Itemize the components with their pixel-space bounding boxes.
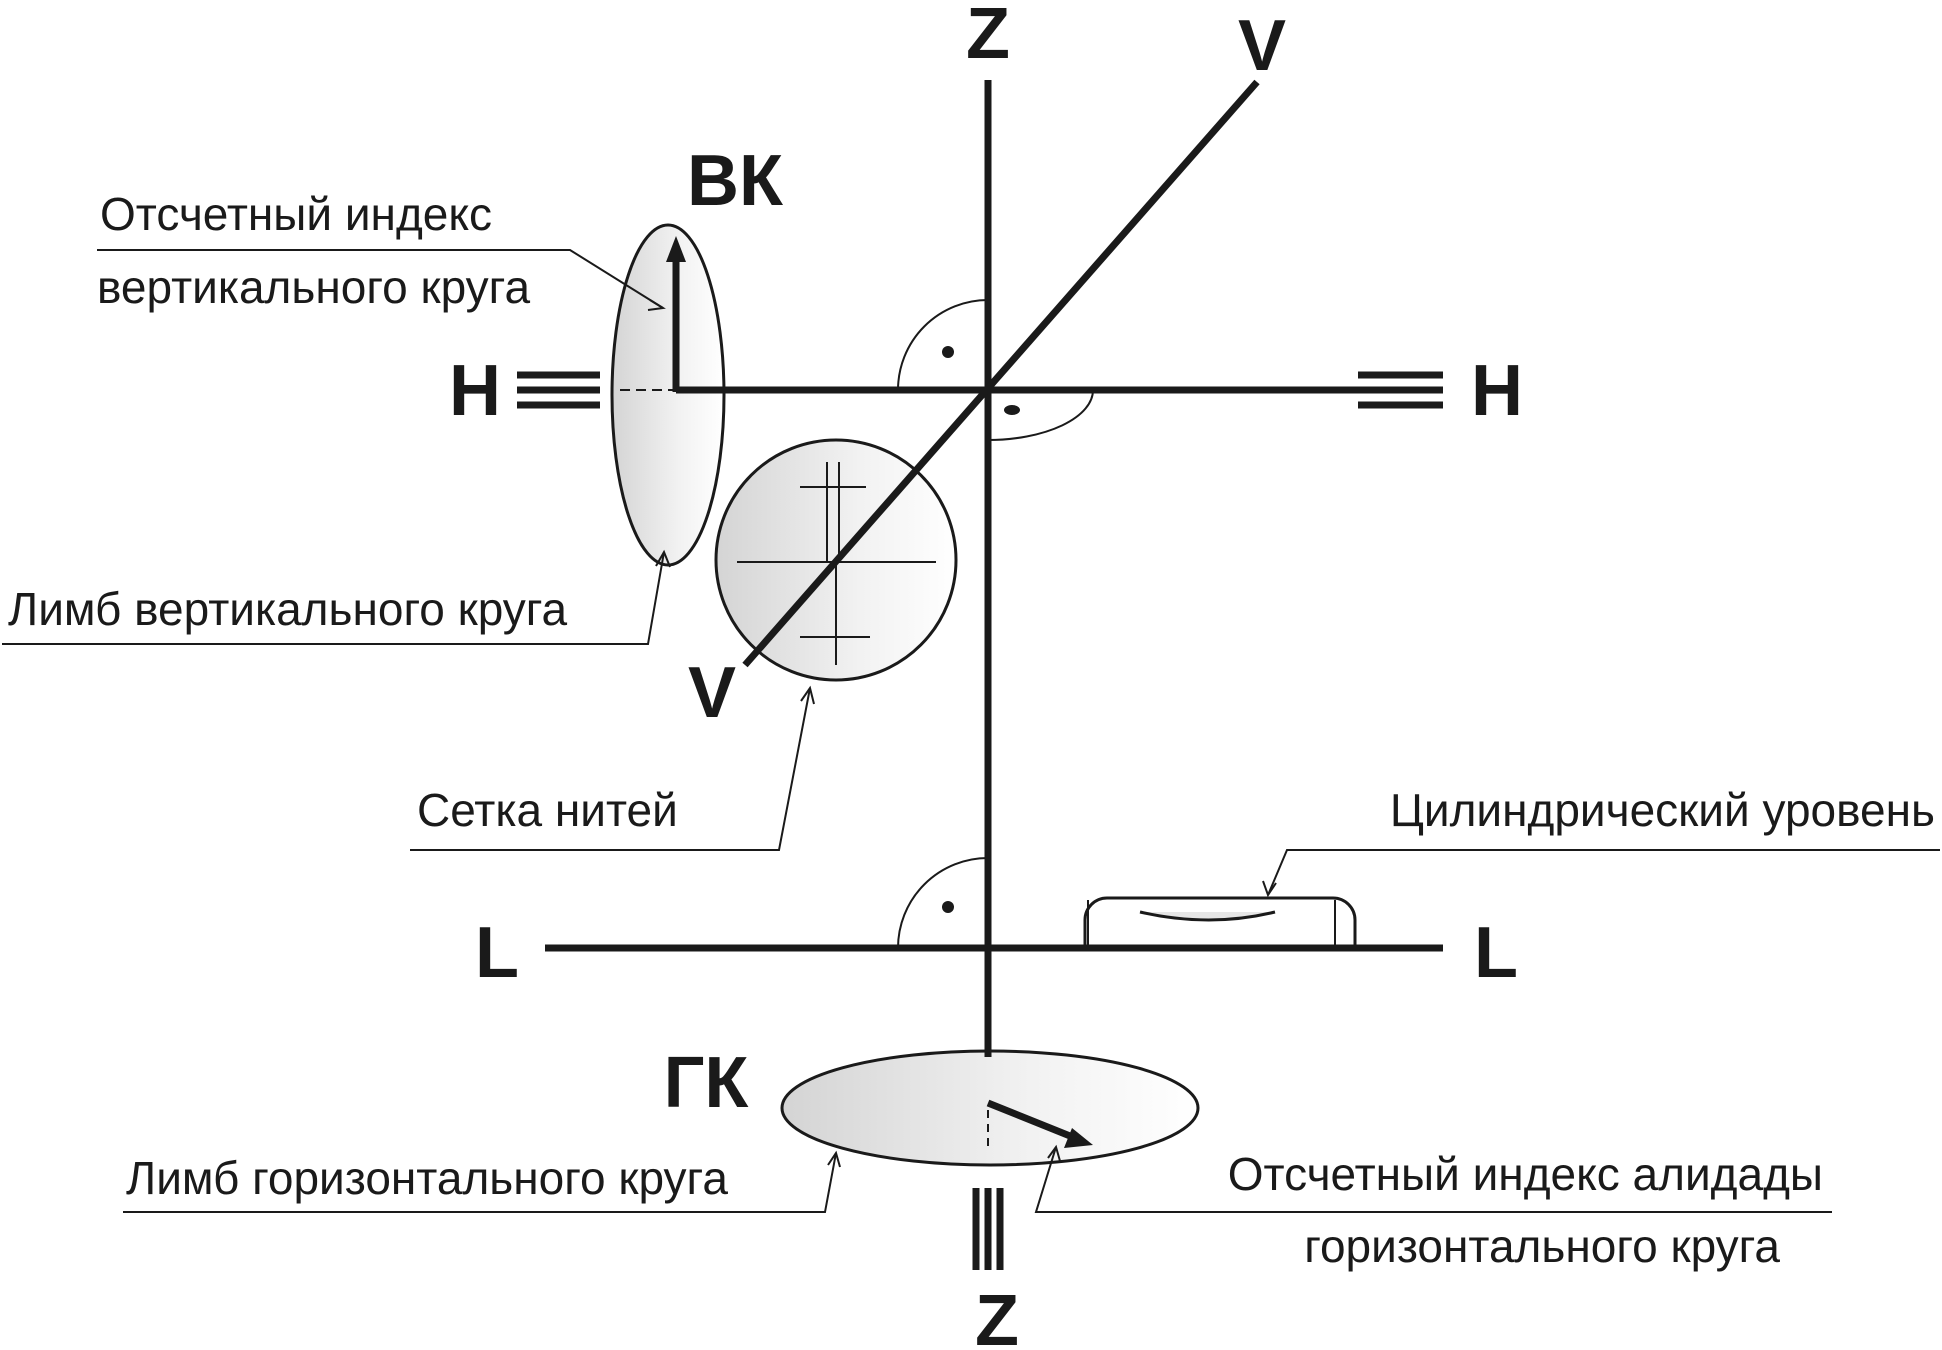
vertical-circle-limb — [610, 223, 726, 567]
callout-gk-limb: Лимб горизонтального круга — [126, 1152, 728, 1204]
axis-label-h-right: H — [1471, 351, 1523, 431]
vertical-circle-label: ВК — [687, 141, 784, 221]
callout-vk-index-line2: вертикального круга — [97, 261, 530, 313]
horizontal-circle-label: ГК — [664, 1043, 750, 1123]
axis-label-z-bottom: Z — [975, 1281, 1019, 1350]
callout-vk-index-line1: Отсчетный индекс — [100, 188, 492, 240]
callout-gk-index-line1: Отсчетный индекс алидады — [1228, 1148, 1823, 1200]
right-angle-mark-top — [897, 299, 989, 391]
axis-label-l-left: L — [475, 913, 519, 993]
callout-reticle: Сетка нитей — [417, 784, 678, 836]
callout-cyl-level: Цилиндрический уровень — [1390, 784, 1935, 836]
leader-gk-index — [1034, 1144, 1832, 1213]
leader-reticle — [410, 685, 815, 851]
horizontal-circle-limb — [780, 1049, 1200, 1167]
right-angle-mark-bottom-half — [987, 389, 1095, 441]
leader-cyl-level — [1262, 849, 1940, 898]
z-axis-bottom-marks — [972, 1110, 1004, 1270]
leader-gk-limb — [123, 1150, 841, 1213]
axis-label-v-top: V — [1238, 6, 1286, 86]
h-right-bars — [1358, 371, 1443, 409]
horizontal-index-arrow — [986, 1099, 1093, 1148]
axis-label-h-left: H — [449, 351, 501, 431]
leader-vk-limb — [2, 549, 671, 645]
callout-gk-index-line2: горизонтального круга — [1304, 1220, 1780, 1272]
leader-vk-index — [97, 249, 666, 311]
v-axis — [742, 79, 1260, 668]
vertical-index-arrow — [666, 236, 686, 392]
axis-label-l-right: L — [1474, 913, 1518, 993]
axis-label-z-top: Z — [966, 0, 1010, 74]
right-angle-mark-level — [897, 857, 989, 949]
cylindrical-level — [1083, 896, 1357, 950]
axis-label-v-bottom: V — [688, 653, 736, 733]
callout-vk-limb: Лимб вертикального круга — [8, 583, 568, 635]
h-left-bars — [517, 371, 600, 409]
